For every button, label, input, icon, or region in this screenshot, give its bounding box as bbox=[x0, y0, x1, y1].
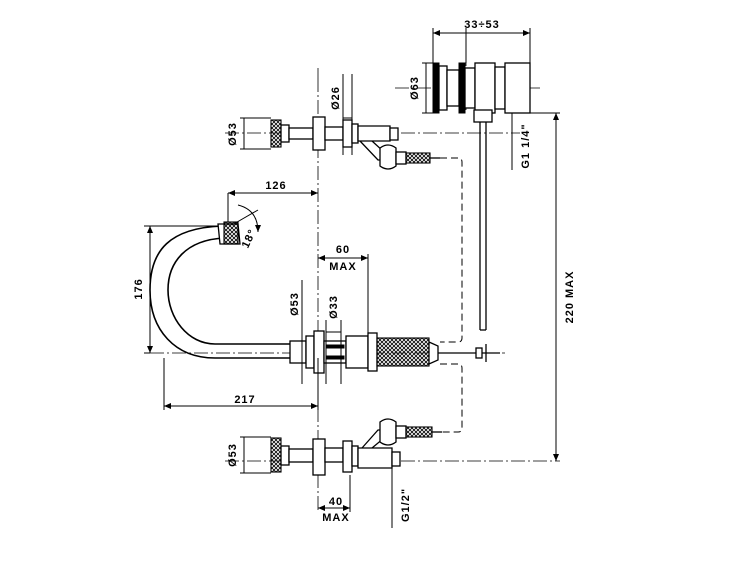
top-hose-knurl bbox=[405, 152, 431, 164]
spout-deck-flange bbox=[313, 330, 325, 374]
dim-18-deg: 18° bbox=[240, 227, 259, 250]
dim-40-max: MAX bbox=[322, 512, 349, 524]
dimension-labels: 33÷53 Ø63 Ø26 G1 1/4" Ø53 126 18° 60 MAX… bbox=[133, 19, 576, 524]
spout bbox=[149, 221, 500, 374]
spout-aerator bbox=[223, 221, 239, 245]
dim-d53-bottom: Ø53 bbox=[227, 443, 239, 467]
dim-60: 60 bbox=[336, 244, 350, 256]
spout-body-knurl bbox=[376, 337, 430, 367]
dim-217: 217 bbox=[234, 394, 255, 406]
bottom-handle-knurl bbox=[270, 437, 282, 473]
bottom-hose-knurl bbox=[405, 426, 433, 438]
top-valve bbox=[270, 116, 440, 170]
dim-g1-1-4: G1 1/4" bbox=[520, 123, 532, 168]
hoses bbox=[440, 157, 463, 433]
dim-d53-top: Ø53 bbox=[227, 122, 239, 146]
dim-60-max: MAX bbox=[329, 261, 356, 273]
dim-220-max: 220 MAX bbox=[564, 271, 576, 324]
dim-d33: Ø33 bbox=[328, 295, 340, 319]
bottom-deck-flange bbox=[312, 438, 326, 476]
dimension-lines bbox=[144, 28, 560, 528]
dim-40: 40 bbox=[329, 496, 343, 508]
bottom-valve bbox=[270, 418, 442, 476]
dim-176: 176 bbox=[133, 278, 145, 299]
dim-33-53: 33÷53 bbox=[464, 19, 500, 31]
dim-126: 126 bbox=[265, 180, 286, 192]
dim-d26: Ø26 bbox=[330, 86, 342, 110]
top-deck-flange bbox=[312, 116, 326, 151]
dim-g1-2: G1/2" bbox=[400, 488, 412, 522]
top-handle-knurl bbox=[270, 119, 282, 148]
dim-d63: Ø63 bbox=[409, 76, 421, 100]
diverter bbox=[432, 62, 531, 331]
dim-d53-mid: Ø53 bbox=[289, 292, 301, 316]
